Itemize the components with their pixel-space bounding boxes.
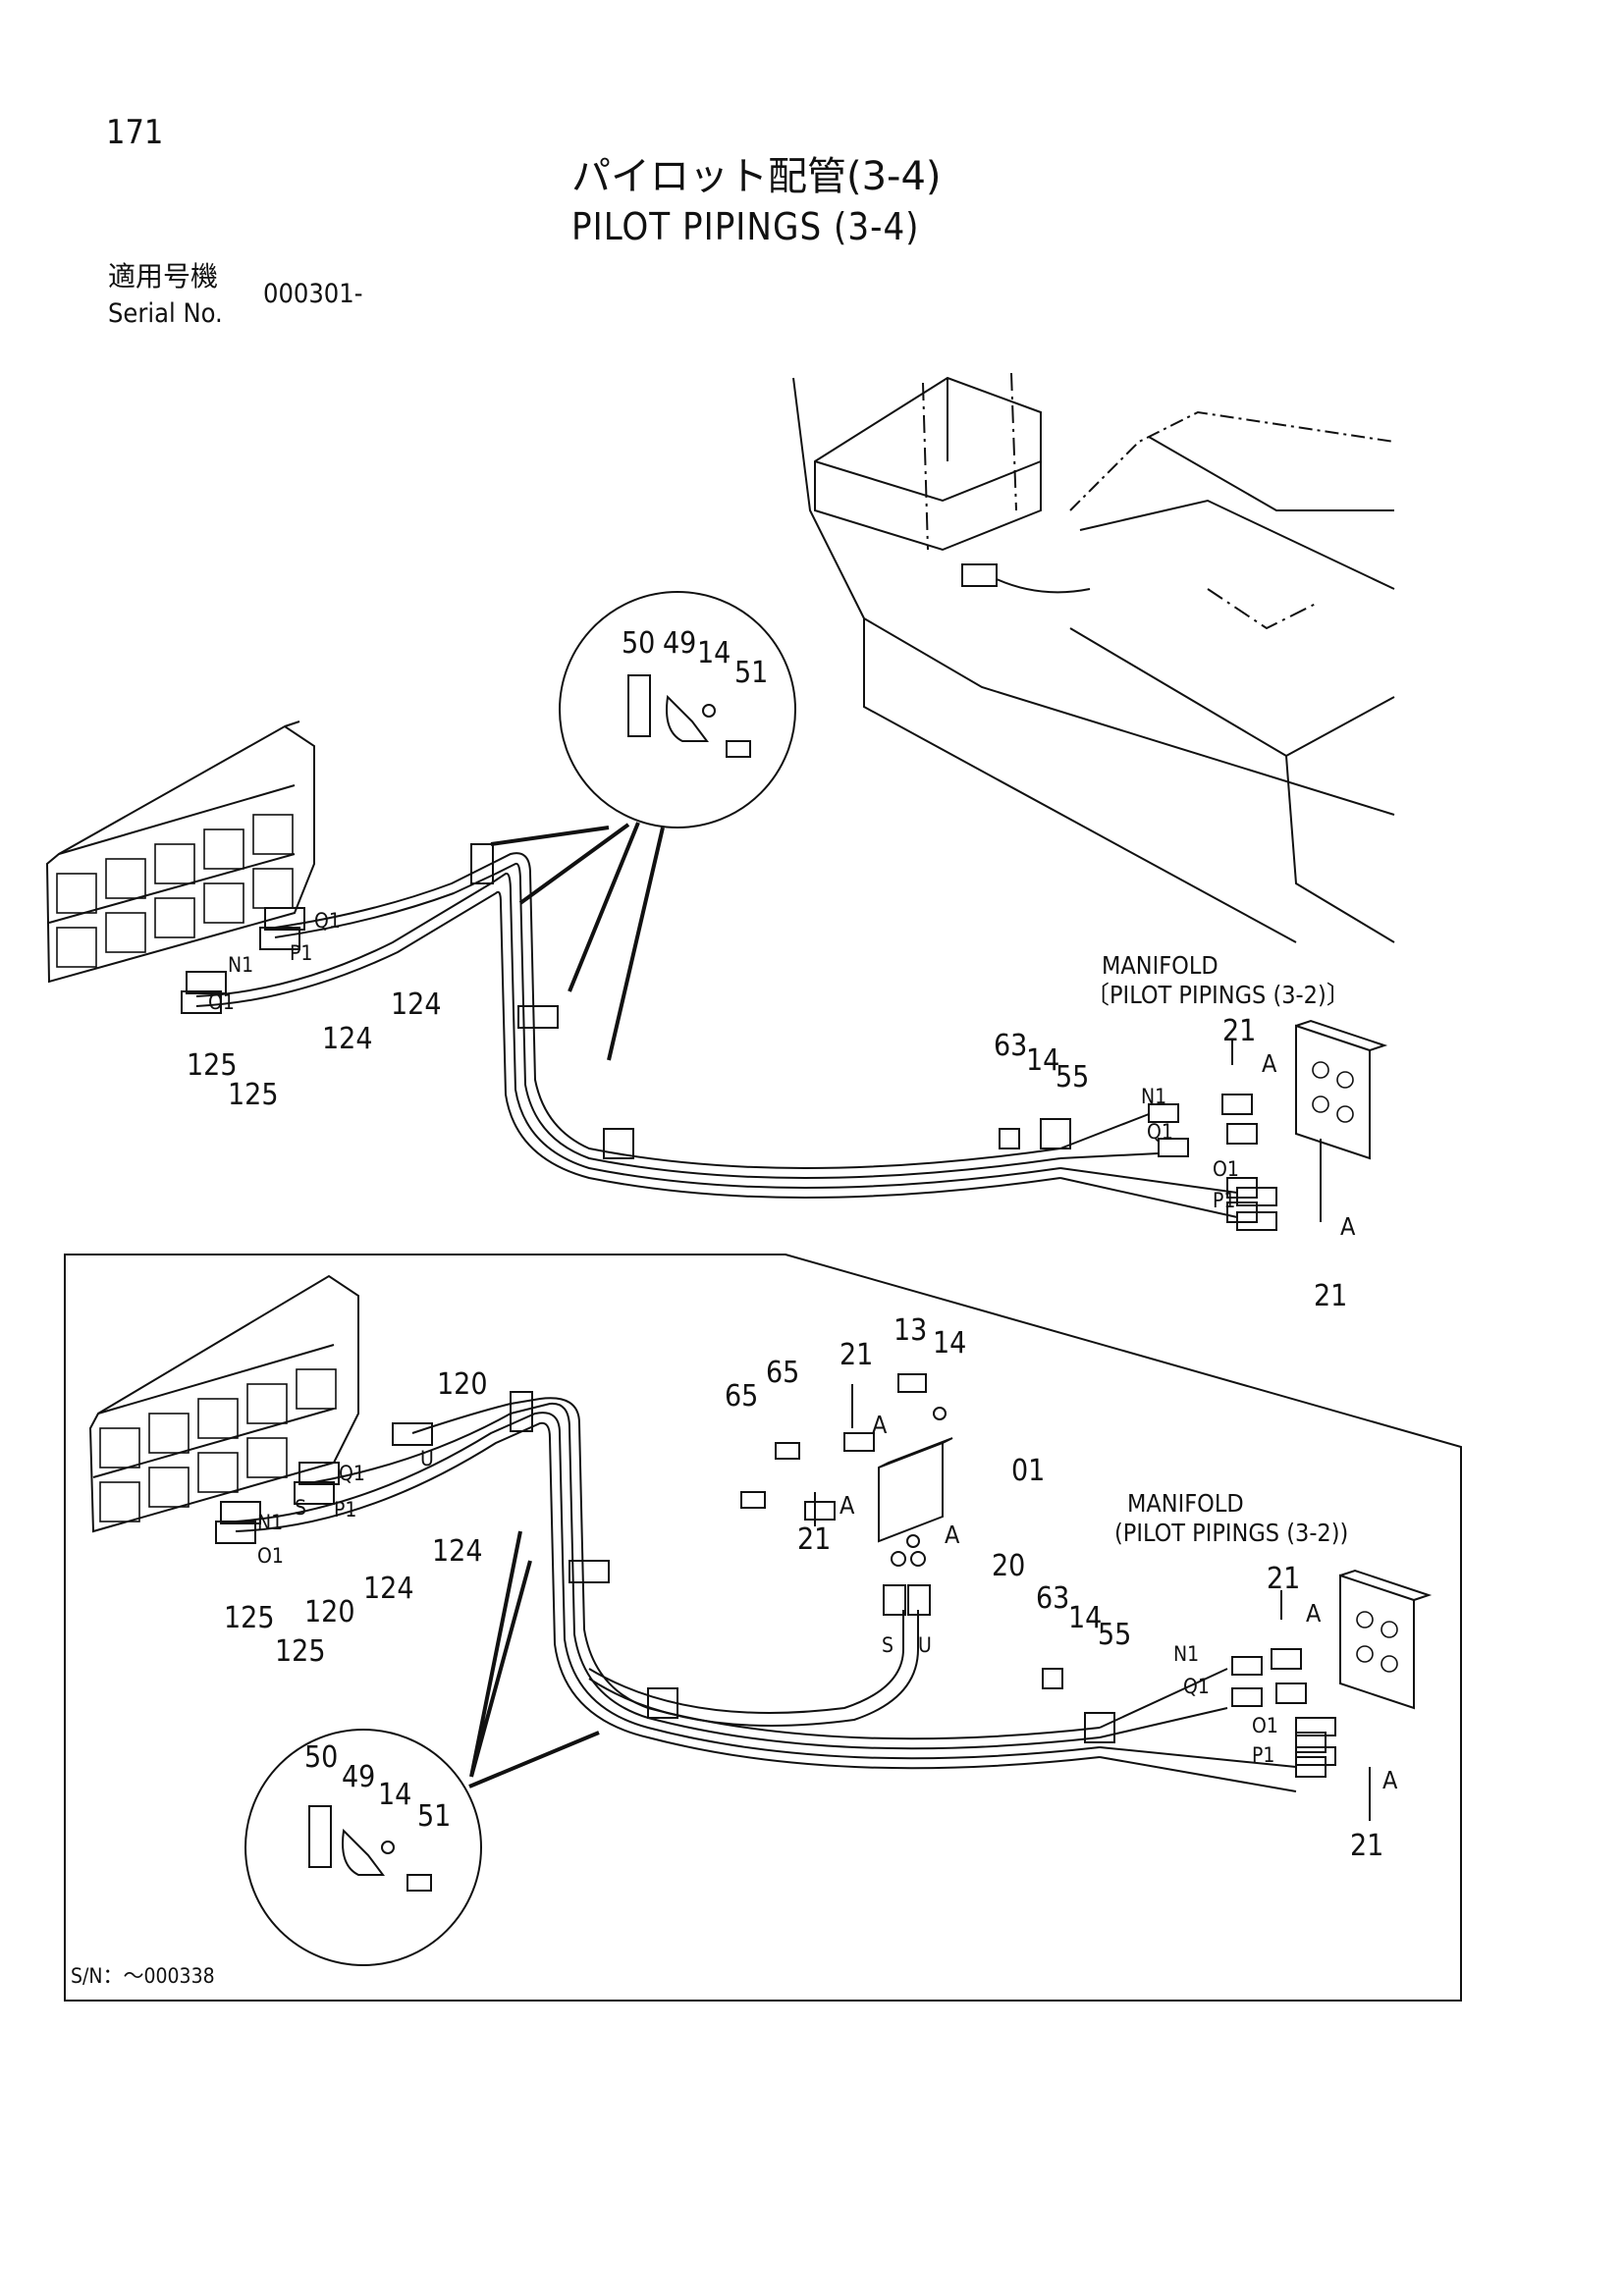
- serial-label-english: Serial No.: [108, 298, 223, 329]
- callout-14: 14: [933, 1326, 966, 1361]
- callout-55: 55: [1056, 1060, 1089, 1095]
- lower-hose-bundle: [215, 1391, 1297, 1792]
- callout-63: 63: [1036, 1581, 1069, 1616]
- callout-50: 50: [304, 1740, 338, 1775]
- port-label-s: S: [882, 1633, 893, 1657]
- callout-14: 14: [1026, 1043, 1059, 1078]
- callout-65: 65: [766, 1356, 799, 1390]
- lower-control-valve-block: [88, 1274, 359, 1533]
- callout-50: 50: [622, 626, 655, 661]
- callout-120: 120: [304, 1595, 355, 1629]
- callout-125: 125: [224, 1601, 275, 1635]
- callout-63: 63: [994, 1029, 1027, 1063]
- section-marker-a: A: [1306, 1599, 1322, 1628]
- port-label-p1: P1: [1213, 1189, 1235, 1212]
- callout-20: 20: [992, 1549, 1025, 1583]
- port-label-q1: Q1: [1183, 1675, 1210, 1698]
- port-label-o1: O1: [257, 1544, 284, 1568]
- lower-manifold: [1042, 1569, 1433, 1821]
- callout-124: 124: [432, 1534, 483, 1569]
- port-label-p1: P1: [334, 1498, 356, 1522]
- port-label-u: U: [918, 1633, 932, 1657]
- page-number: 171: [106, 113, 164, 152]
- callout-124: 124: [391, 988, 442, 1022]
- port-label-q1: Q1: [339, 1462, 365, 1485]
- callout-51: 51: [734, 656, 768, 690]
- manifold-label: MANIFOLD: [1102, 951, 1218, 980]
- upper-hose-bundle: [181, 843, 1238, 1218]
- callout-125: 125: [228, 1078, 279, 1112]
- manifold-label: MANIFOLD: [1127, 1489, 1244, 1518]
- callout-55: 55: [1098, 1618, 1131, 1652]
- callout-14: 14: [697, 636, 731, 670]
- section-marker-a: A: [1262, 1049, 1277, 1078]
- callout-13: 13: [893, 1313, 927, 1348]
- section-marker-a: A: [1340, 1212, 1356, 1241]
- port-label-p1: P1: [290, 941, 312, 965]
- callout-21: 21: [797, 1522, 831, 1557]
- section-marker-a: A: [872, 1411, 888, 1439]
- callout-14: 14: [1068, 1601, 1102, 1635]
- callout-01: 01: [1011, 1454, 1045, 1488]
- manifold-reference: (PILOT PIPINGS (3-2)): [1114, 1519, 1348, 1547]
- port-label-o1: O1: [208, 990, 235, 1014]
- port-label-n1: N1: [1141, 1085, 1166, 1108]
- callout-21: 21: [1314, 1279, 1347, 1313]
- callout-21: 21: [839, 1338, 873, 1372]
- manifold-reference: 〔PILOT PIPINGS (3-2)〕: [1085, 981, 1351, 1009]
- serial-range-note: S/N：～000338: [71, 1964, 215, 1988]
- callout-120: 120: [437, 1367, 488, 1402]
- page-title-japanese: パイロット配管(3-4): [571, 154, 942, 199]
- section-marker-a: A: [945, 1521, 960, 1549]
- page-title-english: PILOT PIPINGS (3-4): [571, 205, 920, 248]
- port-label-n1: N1: [228, 953, 253, 977]
- port-label-u: U: [420, 1447, 434, 1470]
- callout-125: 125: [275, 1634, 326, 1669]
- serial-label-japanese: 適用号機: [108, 260, 219, 293]
- serial-number-value: 000301-: [263, 279, 363, 309]
- port-label-p1: P1: [1252, 1743, 1274, 1767]
- callout-65: 65: [725, 1379, 758, 1414]
- lower-view-frame: [64, 1254, 1462, 2002]
- lower-solenoid-valve: [740, 1373, 953, 1567]
- callout-125: 125: [187, 1048, 238, 1083]
- callout-51: 51: [417, 1799, 451, 1834]
- section-marker-a: A: [1382, 1766, 1398, 1794]
- lower-callout-labels: 120 124 124 125 120 125 65 65 21 13 14 0…: [71, 1313, 1398, 1988]
- port-label-n1: N1: [1173, 1642, 1199, 1666]
- callout-124: 124: [363, 1572, 414, 1606]
- callout-124: 124: [322, 1022, 373, 1056]
- port-label-o1: O1: [1213, 1157, 1239, 1181]
- callout-14: 14: [378, 1778, 411, 1812]
- machine-frame-drawing: [792, 372, 1395, 943]
- port-label-q1: Q1: [1147, 1120, 1173, 1144]
- callout-21: 21: [1267, 1562, 1300, 1596]
- port-label-n1: N1: [257, 1511, 283, 1534]
- callout-21: 21: [1350, 1829, 1383, 1863]
- port-label-q1: Q1: [314, 909, 341, 933]
- callout-49: 49: [663, 626, 696, 661]
- callout-49: 49: [342, 1760, 375, 1794]
- section-marker-a: A: [839, 1491, 855, 1520]
- port-label-o1: O1: [1252, 1714, 1278, 1737]
- port-label-s: S: [295, 1496, 306, 1520]
- lower-detail-circle: [244, 1530, 600, 1966]
- upper-control-valve-block: [45, 721, 315, 984]
- upper-detail-circle: [490, 591, 796, 1061]
- callout-21: 21: [1222, 1014, 1256, 1048]
- upper-manifold: [999, 1019, 1388, 1231]
- upper-callout-labels: 50 49 14 51 124 124 125 125 63 14 55 21 …: [187, 626, 1356, 1313]
